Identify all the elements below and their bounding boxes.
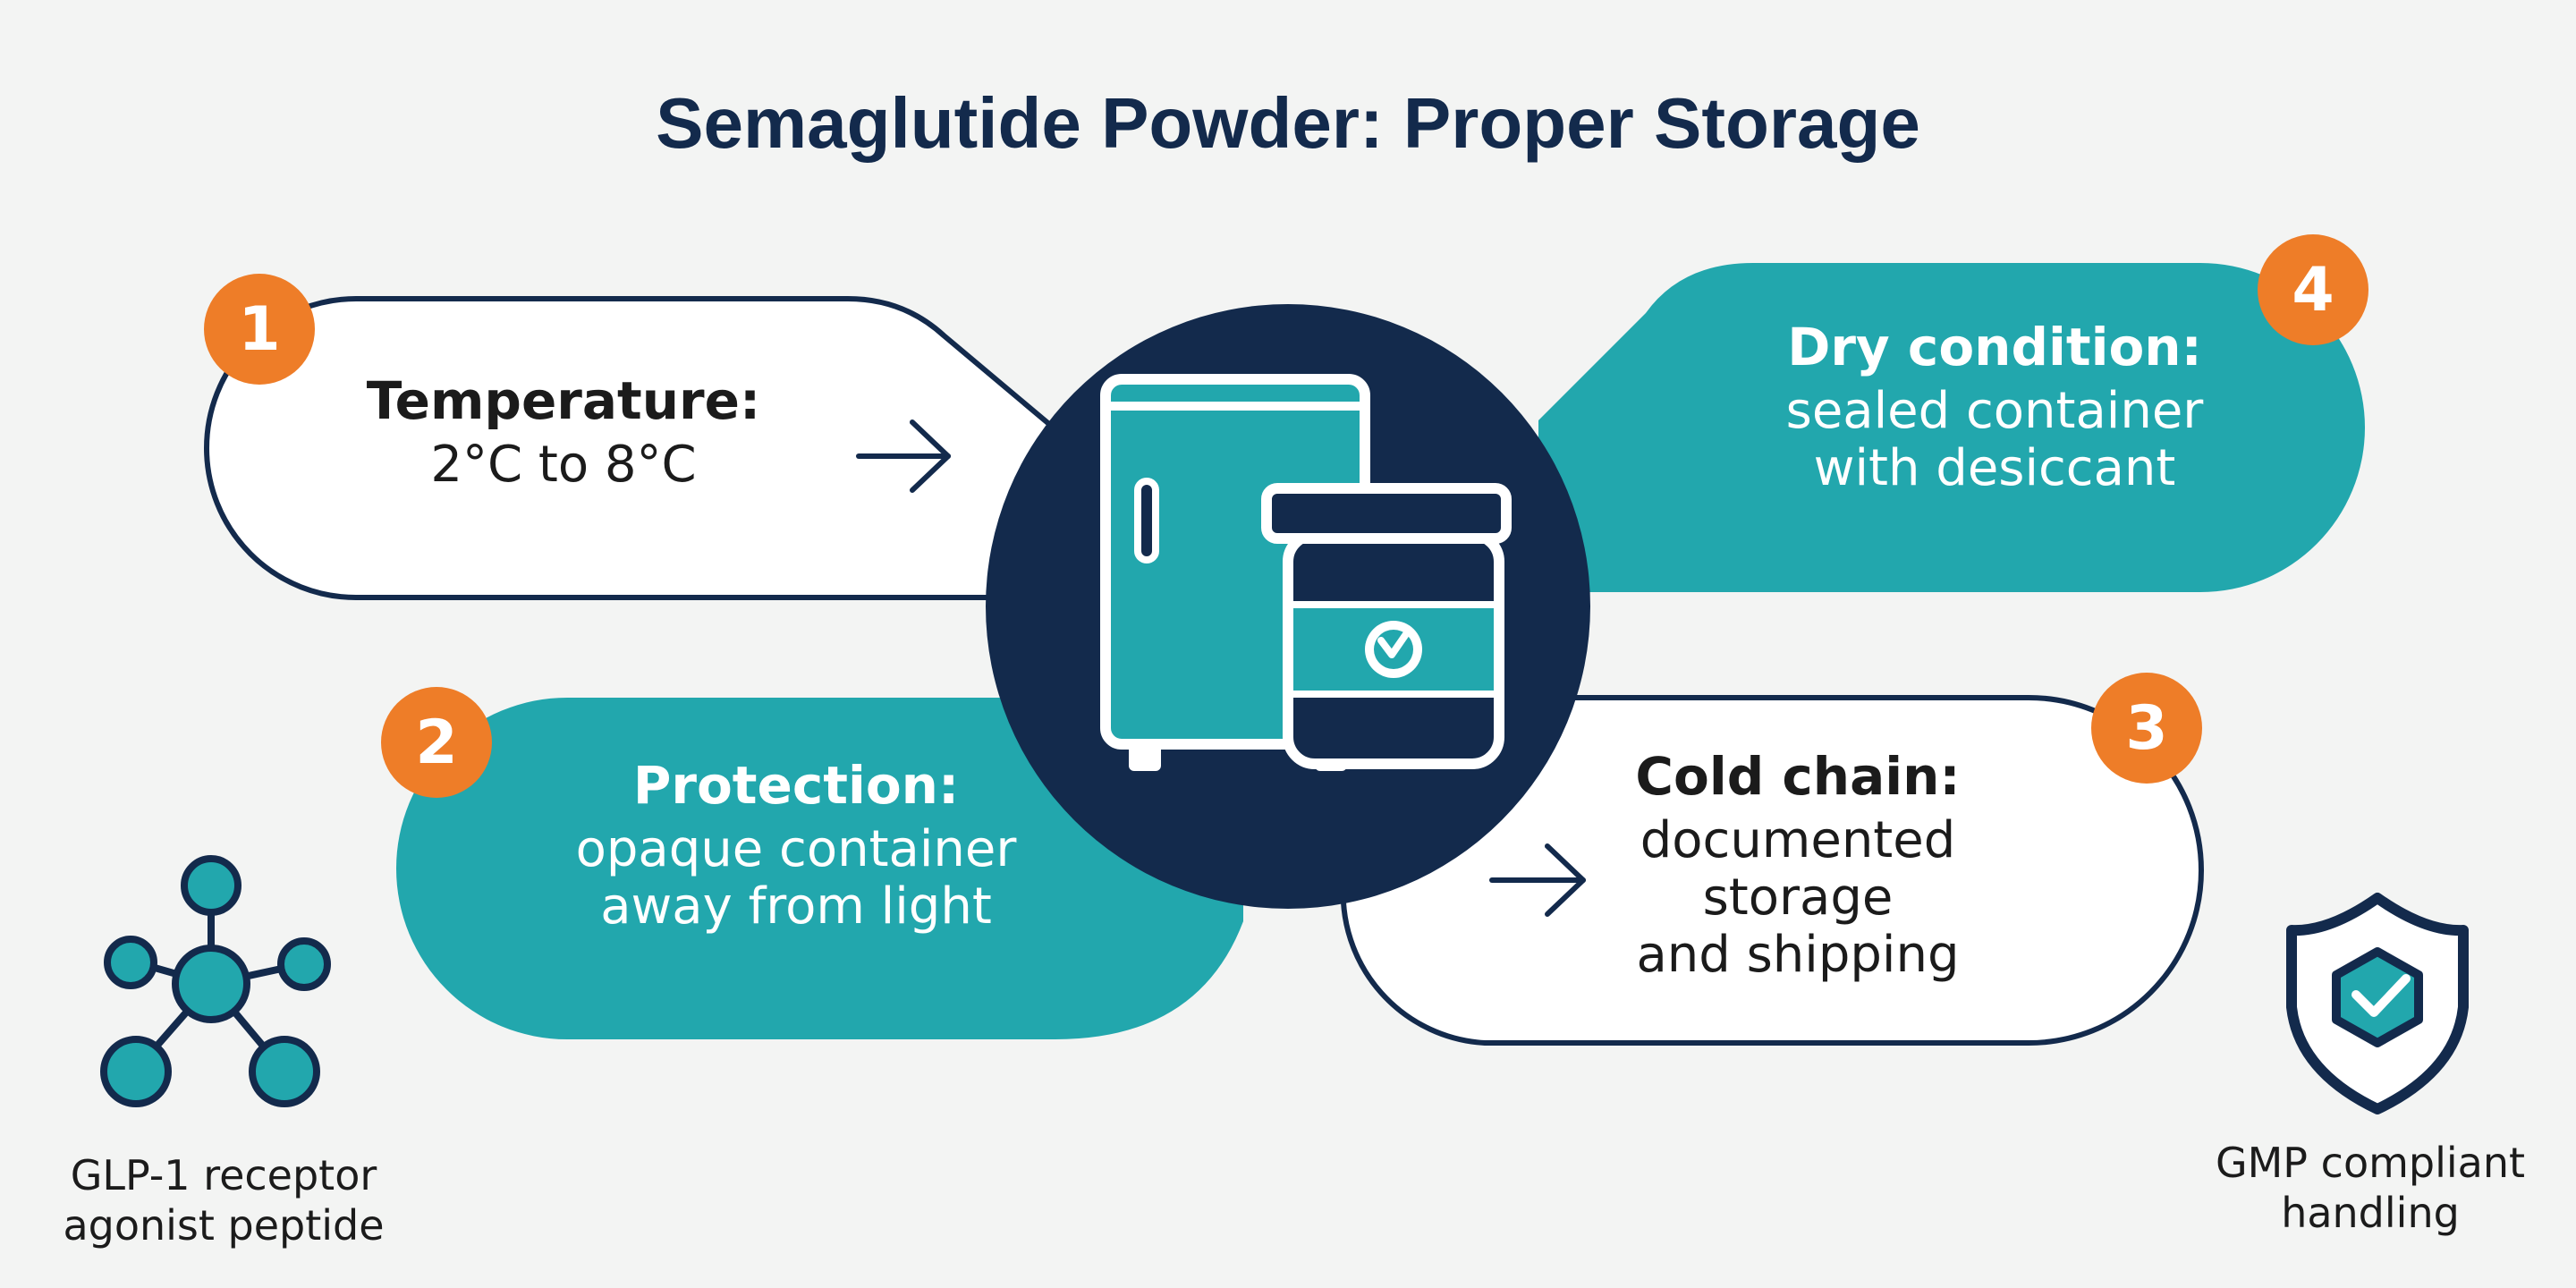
shield-caption-line-2: handling	[2281, 1189, 2460, 1237]
step-3-number-badge: 3	[2091, 673, 2202, 784]
step-4-pill	[1538, 263, 2365, 592]
step-1-text: Temperature: 2°C to 8°C	[322, 365, 805, 494]
shield-caption-line-1: GMP compliant	[2215, 1139, 2526, 1187]
step-2-pill	[396, 698, 1243, 1039]
step-2-line-2: away from light	[600, 877, 992, 936]
page-title: Semaglutide Powder: Proper Storage	[656, 83, 1920, 163]
molecule-caption-line-1: GLP-1 receptor	[70, 1151, 377, 1199]
step-3-text: Cold chain: documented storage and shipp…	[1610, 741, 1986, 984]
step-2-label: Protection:	[632, 755, 960, 816]
arrow-right-icon	[1489, 843, 1586, 917]
step-4-text: Dry condition: sealed container with des…	[1735, 311, 2254, 497]
step-2-number-badge: 2	[381, 687, 492, 798]
step-3-line-1: documented	[1640, 811, 1956, 869]
step-1-number-badge: 1	[204, 274, 315, 385]
arrow-right-icon	[856, 419, 951, 493]
step-4-number-badge: 4	[2258, 234, 2368, 345]
step-3-label: Cold chain:	[1635, 746, 1961, 807]
step-2-line-1: opaque container	[575, 820, 1017, 878]
molecule-icon	[100, 855, 331, 1107]
shield-check-icon	[2286, 893, 2469, 1114]
step-4-label: Dry condition:	[1787, 317, 2202, 377]
step-1-label: Temperature:	[366, 370, 761, 431]
shield-caption: GMP compliant handling	[2182, 1138, 2558, 1238]
step-3-line-3: and shipping	[1636, 926, 1960, 984]
step-3-line-2: storage	[1702, 869, 1894, 927]
refrigerator-and-jar-icon	[986, 304, 1590, 909]
step-4-line-2: with desiccant	[1813, 439, 2176, 497]
molecule-caption: GLP-1 receptor agonist peptide	[36, 1150, 411, 1250]
step-1-line-1: 2°C to 8°C	[430, 436, 697, 494]
step-2-text: Protection: opaque container away from l…	[528, 750, 1064, 936]
step-4-line-1: sealed container	[1785, 382, 2204, 440]
molecule-caption-line-2: agonist peptide	[63, 1201, 385, 1250]
